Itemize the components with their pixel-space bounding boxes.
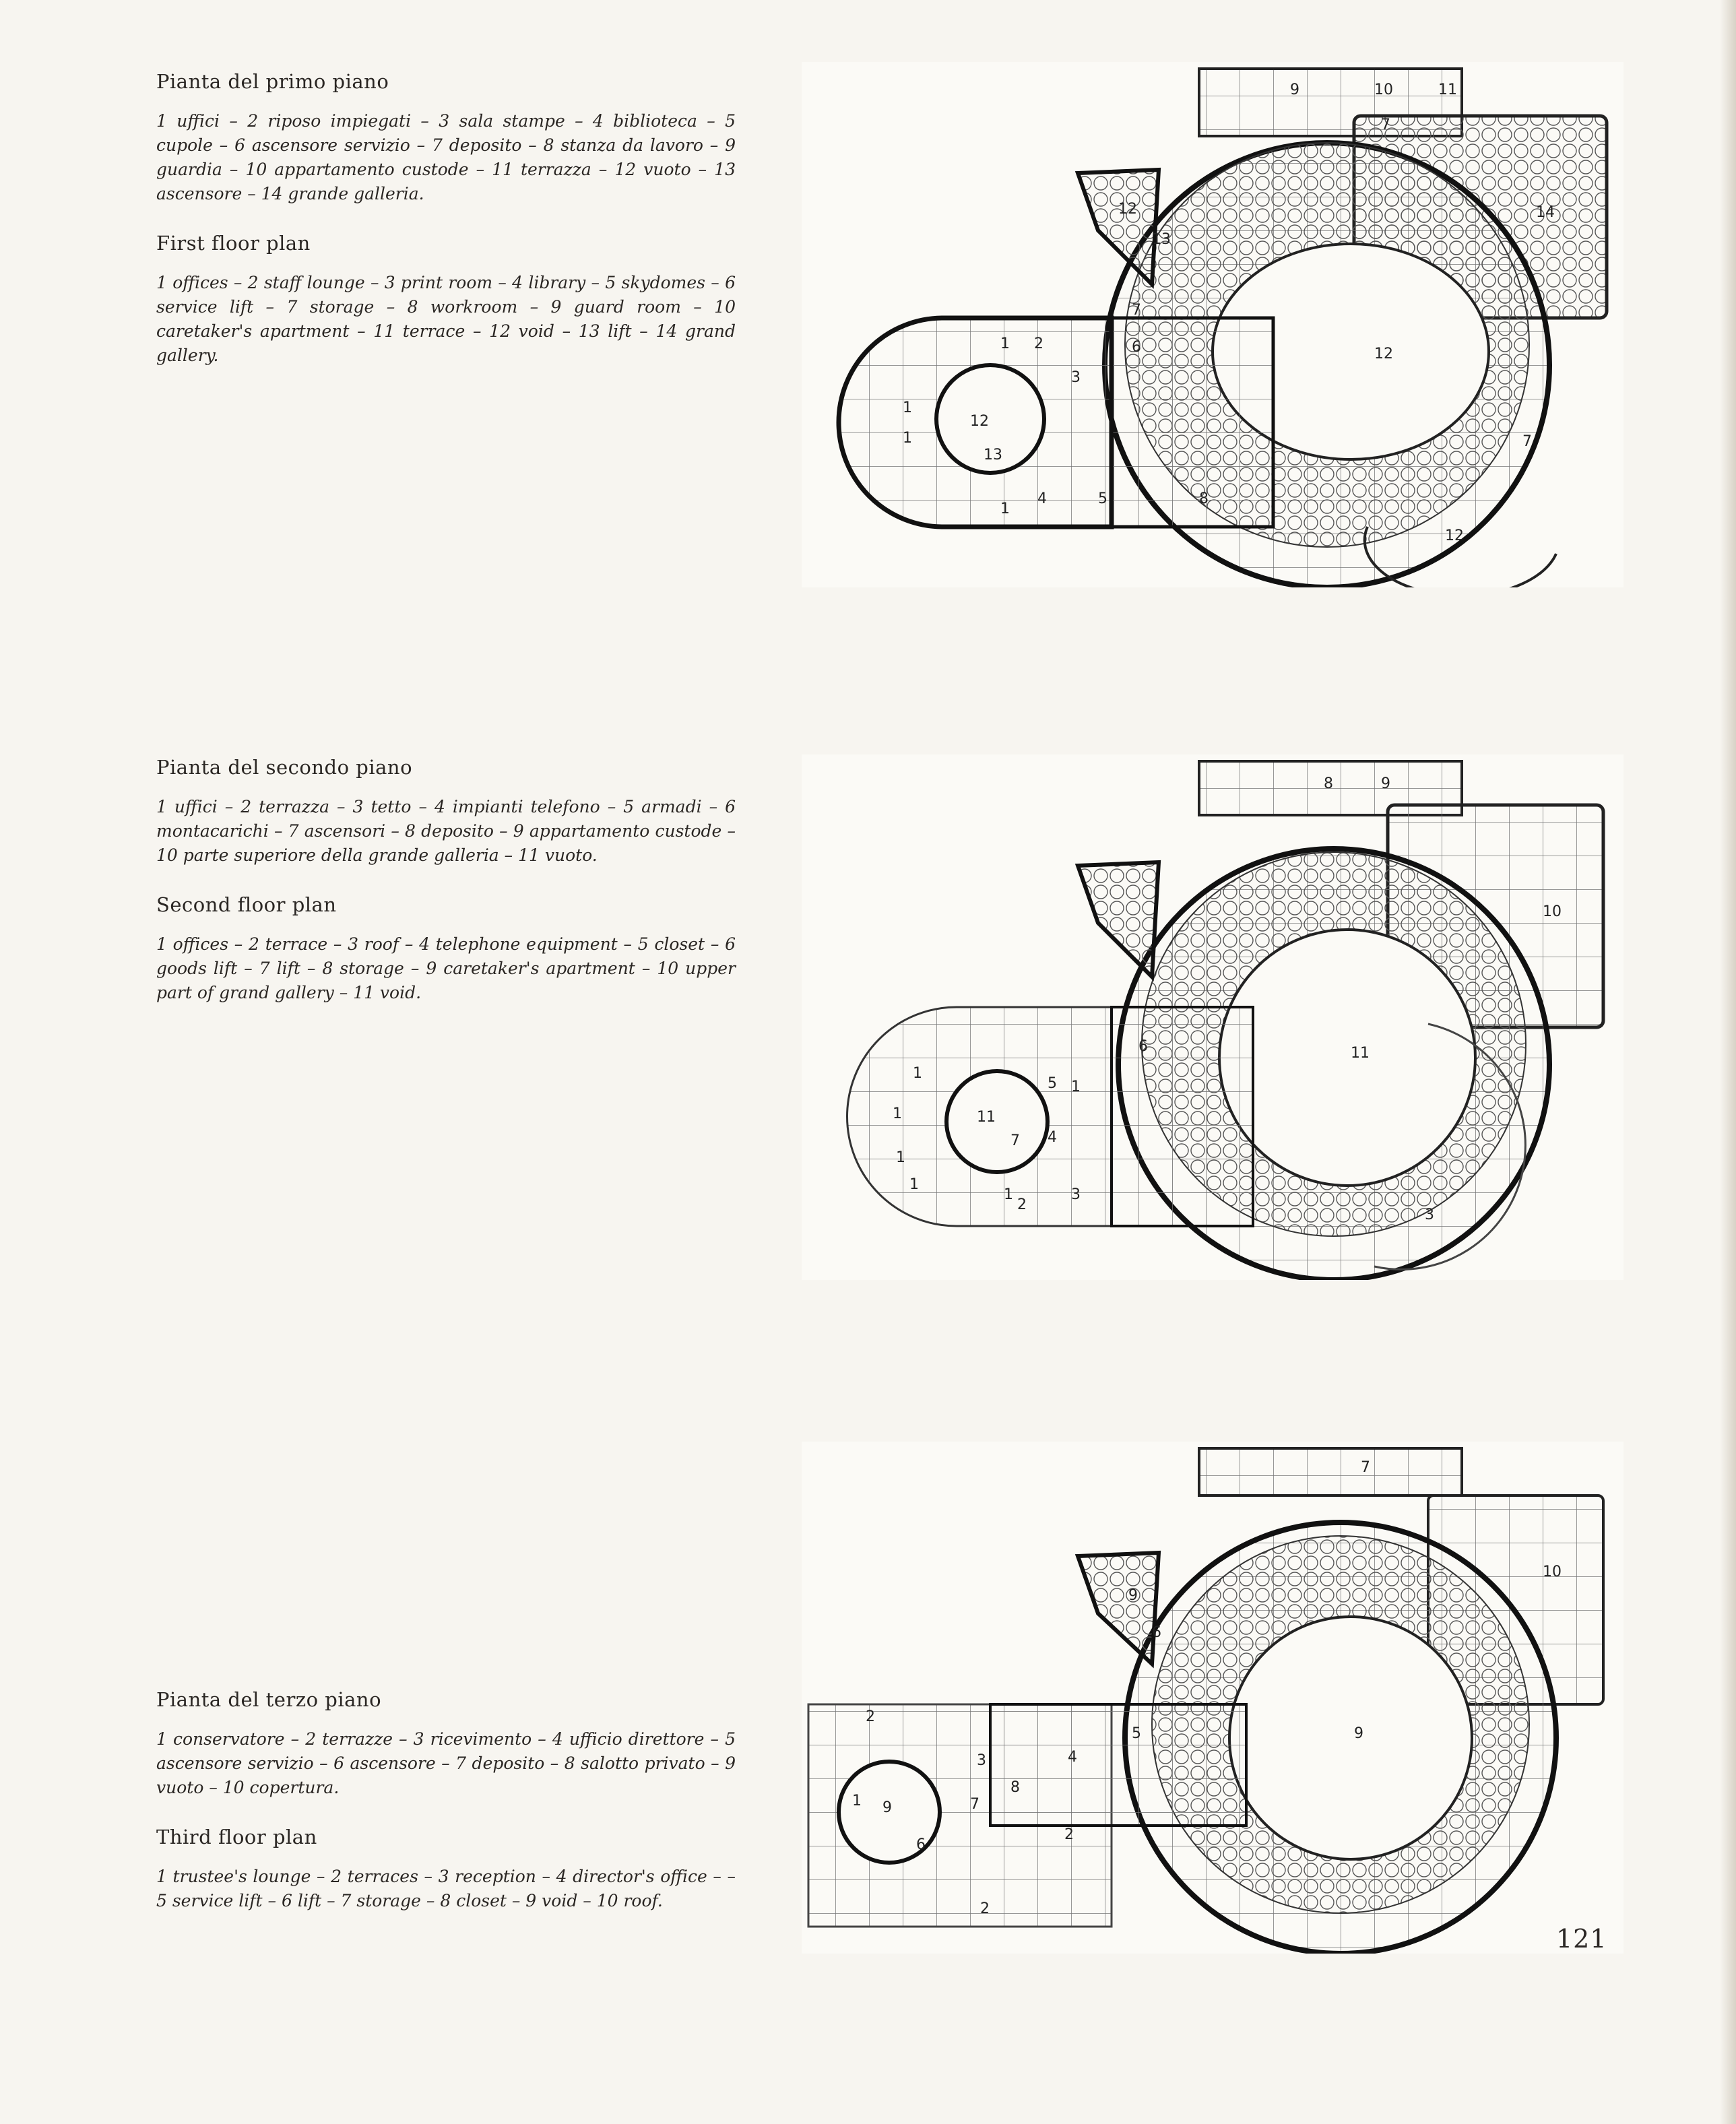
plan1-label-5: 5 xyxy=(1098,490,1107,507)
plan2-label-3a: 3 xyxy=(1071,1186,1081,1203)
plan2-label-1a: 1 xyxy=(893,1105,902,1122)
plan1-label-7b: 7 xyxy=(1381,117,1390,133)
plan3-label-5: 5 xyxy=(1132,1725,1141,1742)
plan1-label-1d: 1 xyxy=(1000,501,1010,517)
plan1-label-6: 6 xyxy=(1132,339,1141,356)
second-floor-plan-drawing: 1 1 1 1 1 1 2 3 3 4 5 6 7 8 9 10 11 11 xyxy=(846,760,1605,1280)
plan2-label-3b: 3 xyxy=(1425,1206,1434,1223)
first-floor-title-it: Pianta del primo piano xyxy=(156,70,389,93)
plan1-label-2: 2 xyxy=(1034,335,1043,352)
plan3-label-2c: 2 xyxy=(980,1900,990,1917)
second-floor-legend-en: 1 offices – 2 terrace – 3 roof – 4 telep… xyxy=(156,934,736,1002)
plan1-label-12b: 12 xyxy=(1374,346,1393,362)
plan1-label-7a: 7 xyxy=(1132,302,1141,319)
plan1-label-12a: 12 xyxy=(970,413,989,430)
plan2-label-8: 8 xyxy=(1324,775,1333,792)
page-edge xyxy=(1720,0,1736,2124)
plan1-label-7c: 7 xyxy=(1522,433,1532,450)
plan1-label-3: 3 xyxy=(1071,369,1081,386)
plan2-label-7: 7 xyxy=(1010,1132,1020,1149)
plan2-label-11b: 11 xyxy=(1351,1045,1370,1062)
third-floor-title-it: Pianta del terzo piano xyxy=(156,1688,382,1711)
plan3-label-4: 4 xyxy=(1068,1749,1077,1766)
plan3-label-9b: 9 xyxy=(1354,1725,1363,1742)
plan1-label-10: 10 xyxy=(1374,82,1393,98)
first-floor-legend-en: 1 offices – 2 staff lounge – 3 print roo… xyxy=(156,273,736,365)
first-floor-plan: 1 1 1 1 2 3 4 5 6 7 7 7 8 9 10 11 12 12 … xyxy=(802,62,1624,587)
plan1-label-4: 4 xyxy=(1037,490,1047,507)
plan2-label-6: 6 xyxy=(1138,1038,1148,1055)
plan3-label-3: 3 xyxy=(977,1752,986,1769)
plan3-label-9c: 9 xyxy=(1128,1587,1138,1604)
plan3-label-7b: 7 xyxy=(970,1796,979,1813)
third-floor-title-en: Third floor plan xyxy=(156,1826,317,1848)
plan2-label-1c: 1 xyxy=(909,1176,919,1193)
plan3-label-2b: 2 xyxy=(1064,1826,1074,1843)
second-floor-caption: Pianta del secondo piano 1 uffici – 2 te… xyxy=(156,756,736,1031)
first-floor-legend-it: 1 uffici – 2 riposo impiegati – 3 sala s… xyxy=(156,111,736,203)
plan2-label-4: 4 xyxy=(1048,1129,1057,1146)
plan1-label-12c: 12 xyxy=(1118,201,1137,218)
plan3-label-6b: 6 xyxy=(1152,1624,1161,1641)
plan1-label-13a: 13 xyxy=(984,447,1002,463)
third-floor-legend-en: 1 trustee's lounge – 2 terraces – 3 rece… xyxy=(156,1867,736,1910)
plan1-label-1c: 1 xyxy=(1000,335,1010,352)
plan3-label-8: 8 xyxy=(1010,1779,1020,1796)
third-floor-legend-it: 1 conservatore – 2 terrazze – 3 ricevime… xyxy=(156,1729,736,1797)
plan2-label-1b: 1 xyxy=(896,1149,905,1166)
plan2-label-5: 5 xyxy=(1048,1075,1057,1092)
first-floor-title-en: First floor plan xyxy=(156,232,311,255)
third-floor-plan-drawing: 1 2 2 2 3 4 5 6 6 7 7 8 9 9 9 10 xyxy=(807,1447,1605,1954)
plan1-label-13b: 13 xyxy=(1152,231,1171,248)
plan1-label-8: 8 xyxy=(1199,490,1209,507)
second-floor-plan: 1 1 1 1 1 1 2 3 3 4 5 6 7 8 9 10 11 11 xyxy=(802,754,1624,1280)
plan2-label-11a: 11 xyxy=(977,1109,996,1126)
plan2-label-2: 2 xyxy=(1017,1196,1027,1213)
plan3-label-6a: 6 xyxy=(916,1836,926,1853)
plan1-label-14: 14 xyxy=(1536,204,1555,221)
plan2-label-1d: 1 xyxy=(913,1065,922,1082)
plan1-label-11: 11 xyxy=(1438,82,1457,98)
plan2-label-10: 10 xyxy=(1543,903,1562,920)
first-floor-plan-drawing: 1 1 1 1 2 3 4 5 6 7 7 7 8 9 10 11 12 12 … xyxy=(836,67,1609,587)
plan2-label-1f: 1 xyxy=(1071,1079,1081,1095)
second-floor-legend-it: 1 uffici – 2 terrazza – 3 tetto – 4 impi… xyxy=(156,797,736,865)
plan1-label-1b: 1 xyxy=(903,430,912,447)
plan3-label-7a: 7 xyxy=(1361,1459,1370,1476)
plan3-label-2a: 2 xyxy=(866,1708,875,1725)
second-floor-title-it: Pianta del secondo piano xyxy=(156,756,413,779)
plan1-label-12d: 12 xyxy=(1445,527,1464,544)
plan3-label-9a: 9 xyxy=(882,1799,892,1816)
second-floor-title-en: Second floor plan xyxy=(156,893,337,916)
plan1-label-9: 9 xyxy=(1290,82,1299,98)
plan1-label-1a: 1 xyxy=(903,399,912,416)
first-floor-caption: Pianta del primo piano 1 uffici – 2 ripo… xyxy=(156,70,736,393)
plan2-label-1e: 1 xyxy=(1004,1186,1013,1203)
plan2-label-9: 9 xyxy=(1381,775,1390,792)
third-floor-plan: 1 2 2 2 3 4 5 6 6 7 7 8 9 9 9 10 xyxy=(802,1442,1624,1954)
third-floor-caption: Pianta del terzo piano 1 conservatore – … xyxy=(156,1688,736,1939)
page-number: 121 xyxy=(1556,1924,1607,1954)
plan3-label-1: 1 xyxy=(852,1793,862,1809)
plan3-label-10: 10 xyxy=(1543,1564,1562,1580)
